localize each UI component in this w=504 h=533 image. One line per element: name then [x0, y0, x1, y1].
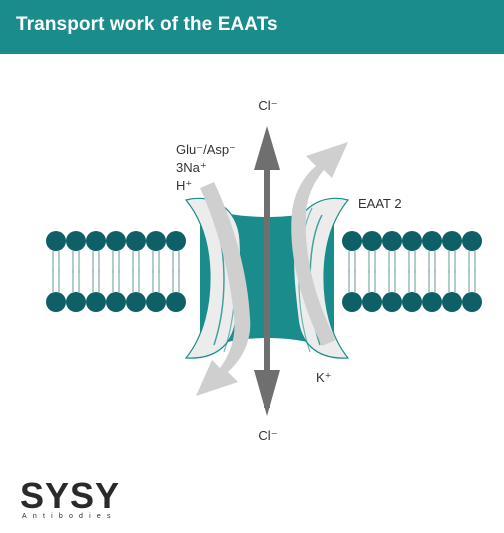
lipid-head	[462, 231, 482, 251]
lipid-head	[46, 292, 66, 312]
lipid-bilayer	[46, 231, 482, 312]
lipid-head	[86, 292, 106, 312]
lipid-head	[362, 292, 382, 312]
lipid-head	[106, 231, 126, 251]
lipid-head	[166, 231, 186, 251]
lipid-head	[342, 292, 362, 312]
lipid-head	[166, 292, 186, 312]
lipid-head	[46, 231, 66, 251]
lipid-head	[402, 292, 422, 312]
chloride-bottom-label: Cl⁻	[258, 428, 277, 443]
logo-subtitle: Antibodies	[22, 513, 117, 520]
lipid-head	[422, 292, 442, 312]
transporter-label: EAAT 2	[358, 196, 402, 211]
lipid-head	[422, 231, 442, 251]
substrate-label-sodium: 3Na⁺	[176, 160, 207, 175]
lipid-head	[362, 231, 382, 251]
lipid-head	[146, 292, 166, 312]
lipid-head	[342, 231, 362, 251]
lipid-head	[66, 292, 86, 312]
lipid-head	[86, 231, 106, 251]
lipid-head	[126, 231, 146, 251]
lipid-head	[382, 231, 402, 251]
logo-wordmark: SYSY	[20, 475, 121, 516]
eaat-transport-diagram: Cl⁻ Cl⁻ Glu⁻/Asp⁻ 3Na⁺ H⁺ EAAT 2 K⁺	[46, 98, 482, 443]
lipid-head	[442, 231, 462, 251]
lipid-head	[382, 292, 402, 312]
substrate-label-proton: H⁺	[176, 178, 192, 193]
substrate-influx-arrow	[196, 182, 251, 396]
sysy-logo: SYSY Antibodies	[20, 478, 140, 526]
lipid-head	[146, 231, 166, 251]
substrate-label-glu-asp: Glu⁻/Asp⁻	[176, 142, 236, 157]
chloride-double-arrow	[254, 126, 280, 416]
lipid-head	[106, 292, 126, 312]
chloride-top-label: Cl⁻	[258, 98, 277, 113]
lipid-head	[462, 292, 482, 312]
lipid-head	[402, 231, 422, 251]
potassium-efflux-arrow	[291, 142, 348, 346]
lipid-head	[126, 292, 146, 312]
lipid-head	[442, 292, 462, 312]
page-title: Transport work of the EAATs	[16, 14, 278, 35]
lipid-head	[66, 231, 86, 251]
potassium-label: K⁺	[316, 370, 332, 385]
header-bar: Transport work of the EAATs	[0, 0, 504, 54]
